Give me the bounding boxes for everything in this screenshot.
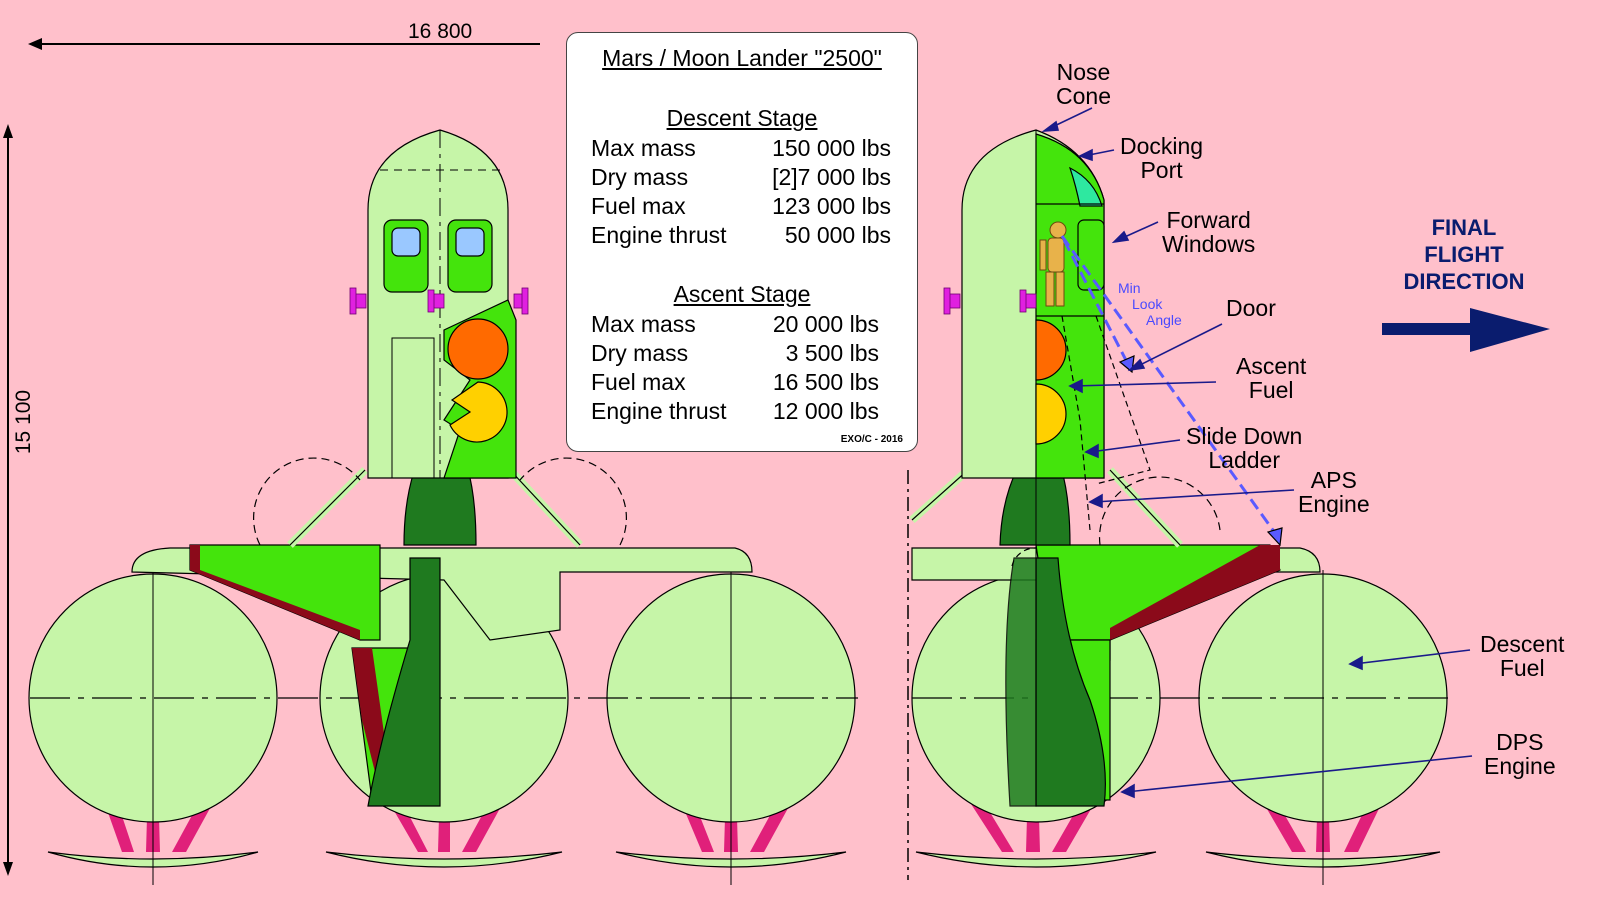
left-view xyxy=(28,129,858,885)
min-look-angle-label: Min Look Angle xyxy=(1118,280,1182,328)
ascent-fuel-tank xyxy=(447,318,509,380)
dps-engine-left xyxy=(367,557,441,807)
callout-arrows xyxy=(1041,107,1473,799)
astronaut xyxy=(1039,221,1067,307)
height-dimension xyxy=(3,124,13,876)
foot-pad xyxy=(325,851,563,868)
width-dimension-label: 16 800 xyxy=(408,20,473,43)
dps-engine-right xyxy=(1035,557,1106,807)
window-pane xyxy=(455,227,485,257)
door-outline xyxy=(391,337,435,479)
height-dimension-label: 15 100 xyxy=(12,389,36,455)
rcs-thrusters xyxy=(349,287,529,315)
descent-stage-heading: Descent Stage xyxy=(666,105,818,131)
window-pane xyxy=(391,227,421,257)
min-look-angle-lines xyxy=(1060,235,1282,541)
credit: EXO/C - 2016 xyxy=(840,434,903,445)
ascent-fuel-tank xyxy=(449,381,508,443)
ascent-stage-heading: Ascent Stage xyxy=(673,281,811,307)
spec-title: Mars / Moon Lander "2500" xyxy=(602,45,882,71)
forward-window xyxy=(1077,219,1105,291)
docking-port xyxy=(1068,166,1103,207)
door-label: Door xyxy=(1226,295,1276,321)
width-dimension xyxy=(28,38,540,50)
spec-card: Mars / Moon Lander "2500" Descent Stage … xyxy=(566,32,918,452)
final-flight-direction-label: FINAL FLIGHT DIRECTION xyxy=(1403,215,1525,294)
right-view xyxy=(907,129,1450,885)
slide-down-ladder xyxy=(1095,315,1151,485)
flight-direction-arrow xyxy=(1382,308,1550,352)
